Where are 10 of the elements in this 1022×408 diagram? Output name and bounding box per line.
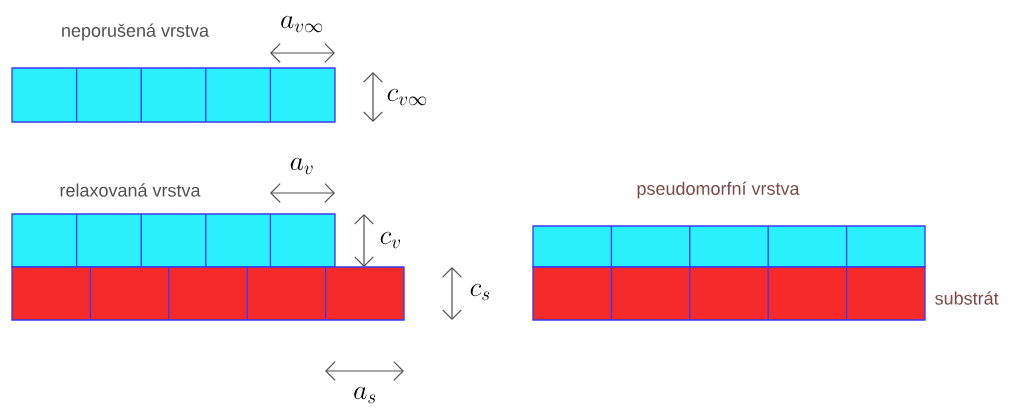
layer-label: neporušená vrstva — [62, 23, 209, 41]
layer-label: pseudomorfní vrstva — [637, 181, 800, 199]
layer-label: relaxovaná vrstva — [60, 183, 201, 197]
dimension-label: $c_s$ — [470, 283, 490, 301]
dimension-label: $c_{v\infty}$ — [387, 88, 427, 106]
dimension-label: $a_{v\infty}$ — [281, 15, 323, 33]
dimension-label: $c_v$ — [380, 231, 401, 249]
dimension-label: $a_v$ — [290, 157, 313, 175]
layer-label: substrát — [935, 291, 999, 305]
dimension-label: $a_s$ — [354, 386, 376, 404]
